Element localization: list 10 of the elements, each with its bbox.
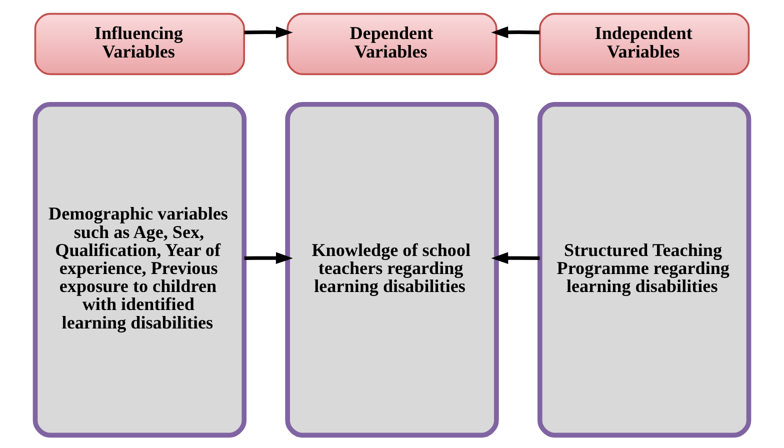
node-box: Independent Variables [538,12,750,75]
node-box: Influencing Variables [34,12,246,75]
node-box: Knowledge of school teachers regarding learning disabilities [285,101,499,438]
node-box: Demographic variables such as Age, Sex, Qualification, Year of experience, Previous exposure to children with identified learning disabilities [32,101,247,438]
arrow [244,26,293,38]
node-box: Dependent Variables [286,12,498,75]
arrow [491,26,540,38]
arrow [244,252,293,264]
arrow [491,252,540,264]
node-box: Structured Teaching Programme regarding learning disabilities [537,101,752,438]
